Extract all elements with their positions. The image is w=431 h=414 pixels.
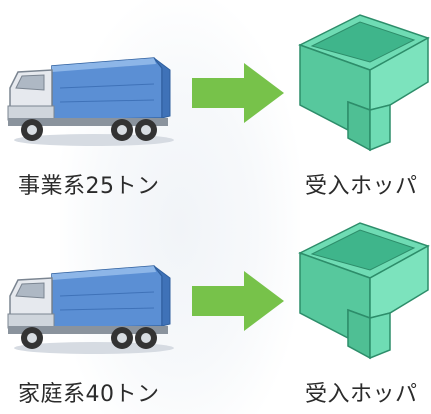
right-arrow-icon [192, 271, 284, 331]
right-arrow-icon [192, 63, 284, 123]
hopper-label: 受入ホッパ [305, 174, 418, 199]
garbage-truck-icon [7, 265, 174, 354]
flow-row-business: 事業系25トン 受入ホッパ [0, 0, 431, 205]
truck-label: 事業系25トン [18, 174, 160, 199]
hopper-icon [298, 222, 430, 360]
truck-label: 家庭系40トン [18, 382, 160, 407]
hopper-label: 受入ホッパ [305, 382, 418, 407]
garbage-truck-icon [7, 57, 174, 146]
hopper-icon [298, 14, 430, 152]
flow-row-household: 家庭系40トン 受入ホッパ [0, 208, 431, 413]
